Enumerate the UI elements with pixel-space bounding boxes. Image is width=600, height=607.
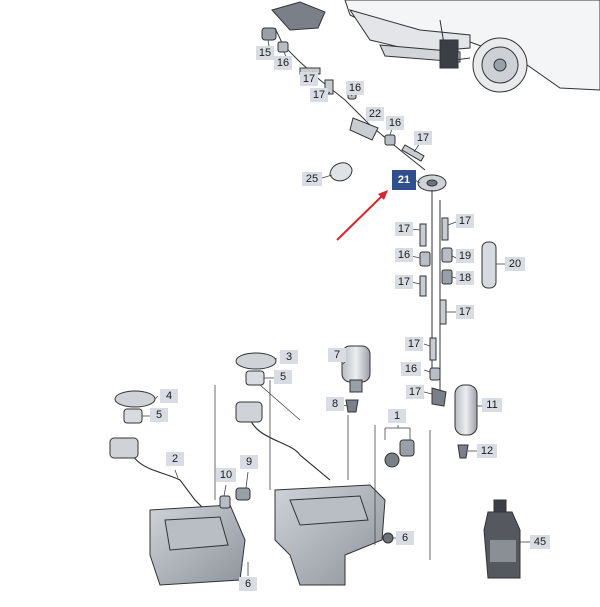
- callout-17: 17: [456, 305, 474, 319]
- callout-3: 3: [280, 350, 298, 364]
- svg-text:17: 17: [398, 276, 410, 288]
- callout-1: 1: [388, 409, 406, 423]
- callout-6: 6: [396, 531, 414, 545]
- callout-17: 17: [395, 222, 413, 236]
- svg-text:20: 20: [509, 258, 521, 270]
- svg-text:17: 17: [408, 338, 420, 350]
- pointer-arrow-icon: [336, 190, 388, 241]
- callout-8: 8: [326, 397, 344, 411]
- callout-16: 16: [346, 81, 364, 95]
- fluid-bottle: [483, 499, 521, 579]
- svg-text:25: 25: [306, 173, 318, 185]
- callout-22: 22: [366, 107, 384, 121]
- svg-text:3: 3: [286, 351, 292, 363]
- callout-4: 4: [160, 389, 178, 403]
- svg-text:5: 5: [280, 371, 286, 383]
- svg-text:17: 17: [313, 89, 325, 101]
- callout-17: 17: [300, 72, 318, 86]
- callout-18: 18: [456, 271, 474, 285]
- washer-reservoir-left: [109, 437, 246, 586]
- hose-column: [419, 190, 497, 407]
- callout-17: 17: [310, 88, 328, 102]
- callout-10: 10: [216, 468, 236, 482]
- svg-text:21: 21: [398, 174, 410, 186]
- svg-text:16: 16: [398, 249, 410, 261]
- hose-connectors: [261, 27, 447, 192]
- svg-text:16: 16: [349, 82, 361, 94]
- svg-text:11: 11: [486, 399, 497, 411]
- svg-text:45: 45: [534, 536, 546, 548]
- svg-text:2: 2: [172, 453, 178, 465]
- callout-12: 12: [477, 444, 497, 458]
- assembly-brackets: [214, 380, 431, 560]
- svg-text:8: 8: [332, 398, 338, 410]
- callout-17: 17: [456, 214, 474, 228]
- svg-text:12: 12: [481, 445, 493, 457]
- washer-reservoir-right: [219, 401, 415, 586]
- callout-15: 15: [256, 46, 274, 60]
- callout-17: 17: [406, 385, 424, 399]
- svg-text:7: 7: [334, 349, 340, 361]
- caps: [114, 352, 277, 424]
- callout-11: 11: [482, 398, 502, 412]
- callout-5: 5: [150, 408, 168, 422]
- callout-17: 17: [395, 275, 413, 289]
- svg-text:17: 17: [303, 73, 315, 85]
- callout-21: 21: [392, 170, 416, 190]
- callout-16: 16: [386, 116, 404, 130]
- svg-text:10: 10: [220, 469, 232, 481]
- svg-text:4: 4: [166, 390, 172, 402]
- callout-20: 20: [505, 257, 525, 271]
- callout-2: 2: [166, 452, 184, 466]
- svg-text:16: 16: [389, 117, 401, 129]
- svg-text:16: 16: [277, 57, 289, 69]
- svg-text:18: 18: [459, 272, 471, 284]
- car-front-icon: [344, 0, 600, 93]
- washer-pump: [341, 345, 478, 459]
- callout-16: 16: [401, 362, 421, 376]
- callout-17: 17: [414, 131, 432, 145]
- svg-text:5: 5: [156, 409, 162, 421]
- callout-9: 9: [240, 455, 258, 469]
- svg-text:16: 16: [405, 363, 417, 375]
- callout-6: 6: [239, 577, 257, 591]
- svg-text:19: 19: [459, 250, 471, 262]
- callout-25: 25: [302, 172, 322, 186]
- callout-45: 45: [530, 535, 550, 549]
- svg-text:9: 9: [246, 456, 252, 468]
- svg-text:17: 17: [459, 215, 471, 227]
- callout-7: 7: [328, 348, 346, 362]
- callout-17: 17: [405, 337, 423, 351]
- svg-text:1: 1: [394, 410, 400, 422]
- callout-5: 5: [274, 370, 292, 384]
- svg-text:6: 6: [245, 578, 251, 590]
- callout-16: 16: [274, 56, 292, 70]
- svg-text:15: 15: [259, 47, 271, 59]
- callout-19: 19: [456, 249, 474, 263]
- svg-text:17: 17: [459, 306, 471, 318]
- callout-16: 16: [395, 248, 413, 262]
- svg-text:22: 22: [369, 108, 381, 120]
- svg-text:17: 17: [409, 386, 421, 398]
- svg-text:6: 6: [402, 532, 408, 544]
- svg-text:17: 17: [398, 223, 410, 235]
- callout-labels: 15 16 17 16 17 22 16 17 25 21 17 17 16 1…: [150, 46, 550, 591]
- svg-text:17: 17: [417, 132, 429, 144]
